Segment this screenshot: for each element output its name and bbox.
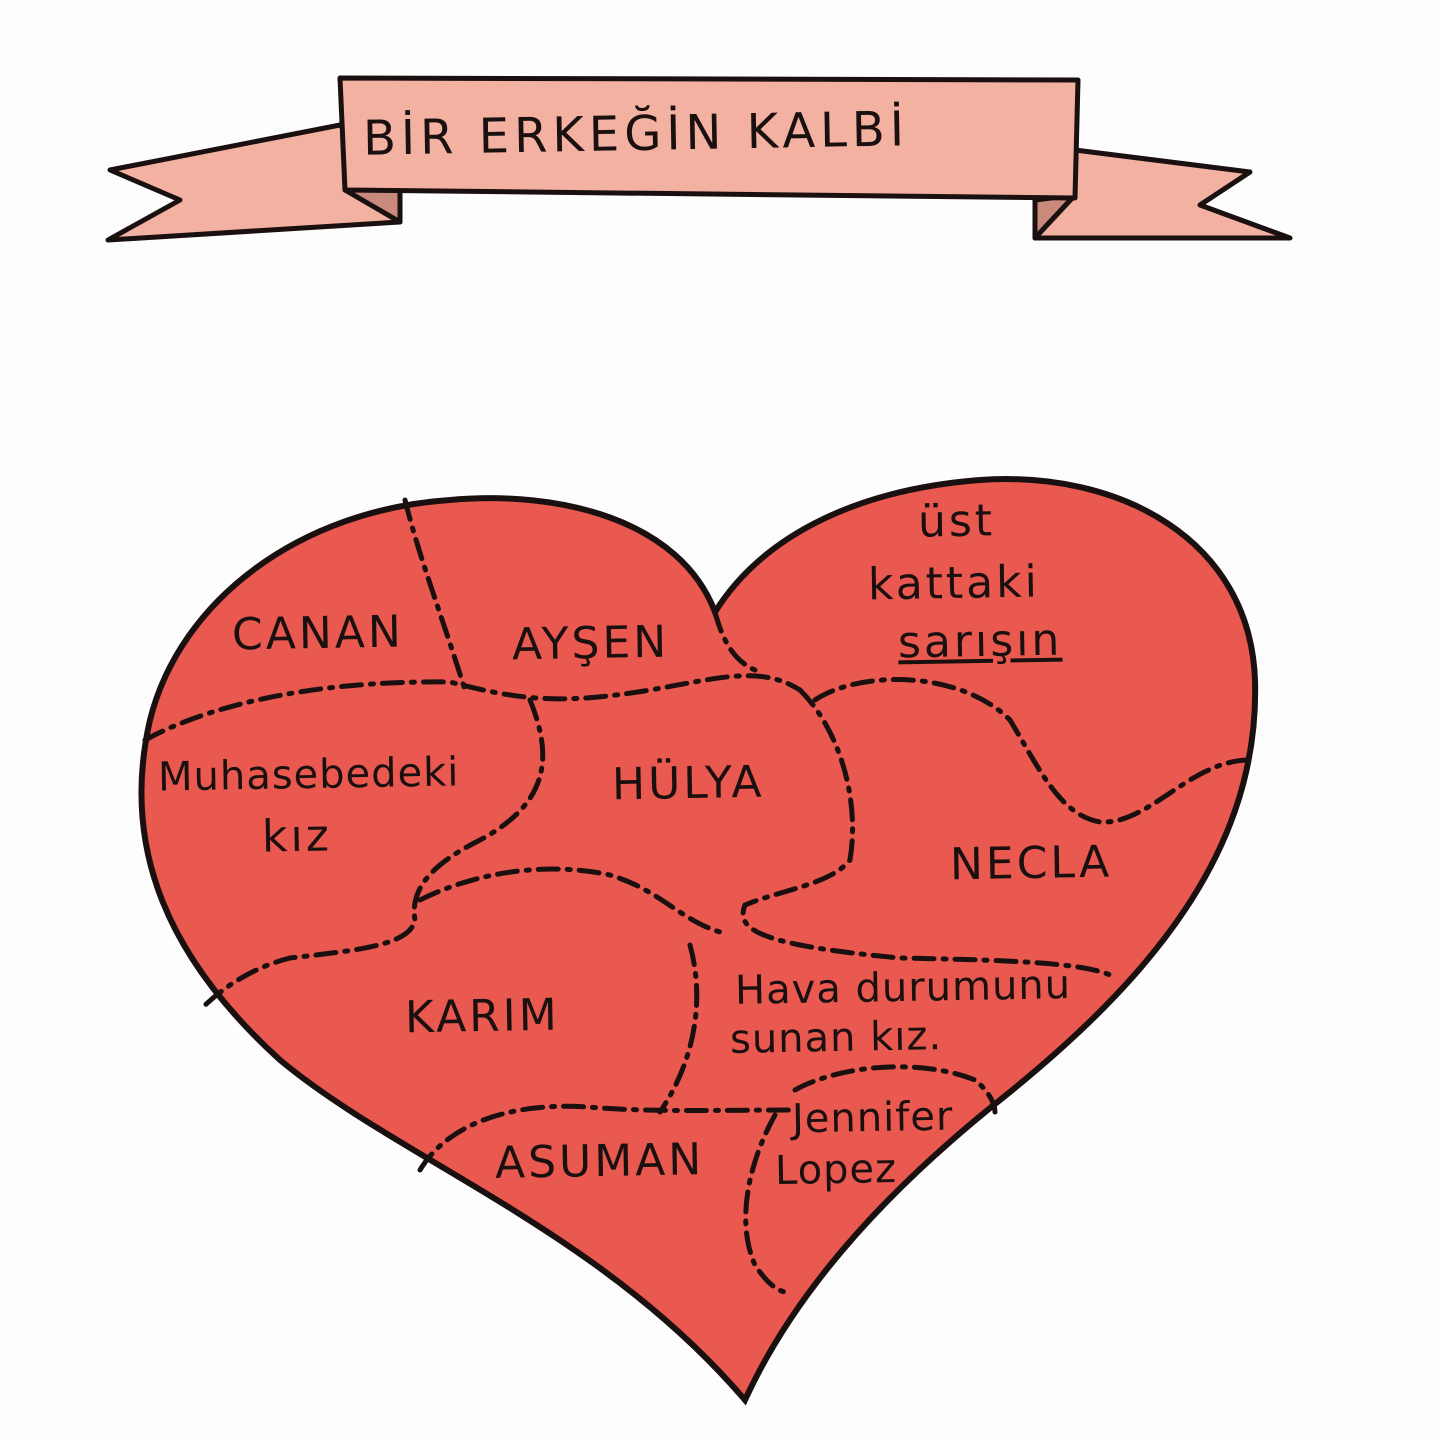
region-label-hava-2: sunan kız. [729, 1013, 943, 1063]
region-label-ust-3: sarışın [897, 614, 1063, 669]
region-label-hulya: HÜLYA [611, 756, 765, 811]
boundary-hulya-left [197, 697, 546, 1013]
boundary-ust-necla [812, 677, 1253, 825]
banner-title: BİR ERKEĞİN KALBİ [362, 101, 910, 167]
region-label-karim: KARIM [404, 989, 561, 1044]
boundary-hulya-right [740, 687, 1113, 978]
boundary-jennifer-left [743, 1112, 788, 1295]
title-banner [105, 75, 1293, 243]
boundary-aysen-ust [712, 609, 763, 675]
region-label-necla: NECLA [949, 836, 1113, 891]
boundary-canan-aysen [402, 497, 468, 693]
banner-main [337, 75, 1081, 201]
boundary-upper-horizontal [142, 673, 803, 743]
region-label-aysen: AYŞEN [511, 616, 670, 671]
region-label-ust-1: üst [917, 495, 996, 548]
region-boundaries [142, 497, 1253, 1295]
region-label-asuman: ASUMAN [494, 1134, 705, 1189]
region-label-ust-2: kattaki [867, 556, 1041, 611]
region-label-muhasebe-1: Muhasebedeki [157, 749, 460, 801]
boundary-karim-hava [657, 942, 700, 1115]
region-label-hava-1: Hava durumunu [734, 962, 1072, 1014]
boundary-asuman-top [417, 1103, 798, 1173]
boundary-karim-top [417, 866, 723, 935]
heart-shape [138, 476, 1259, 1406]
region-label-jennifer-2: Lopez [774, 1145, 898, 1195]
boundary-jennifer-arc [792, 1064, 998, 1115]
region-label-jennifer-1: Jennifer [791, 1093, 954, 1143]
region-label-canan: CANAN [231, 606, 405, 661]
region-label-muhasebe-2: kız [261, 810, 333, 863]
